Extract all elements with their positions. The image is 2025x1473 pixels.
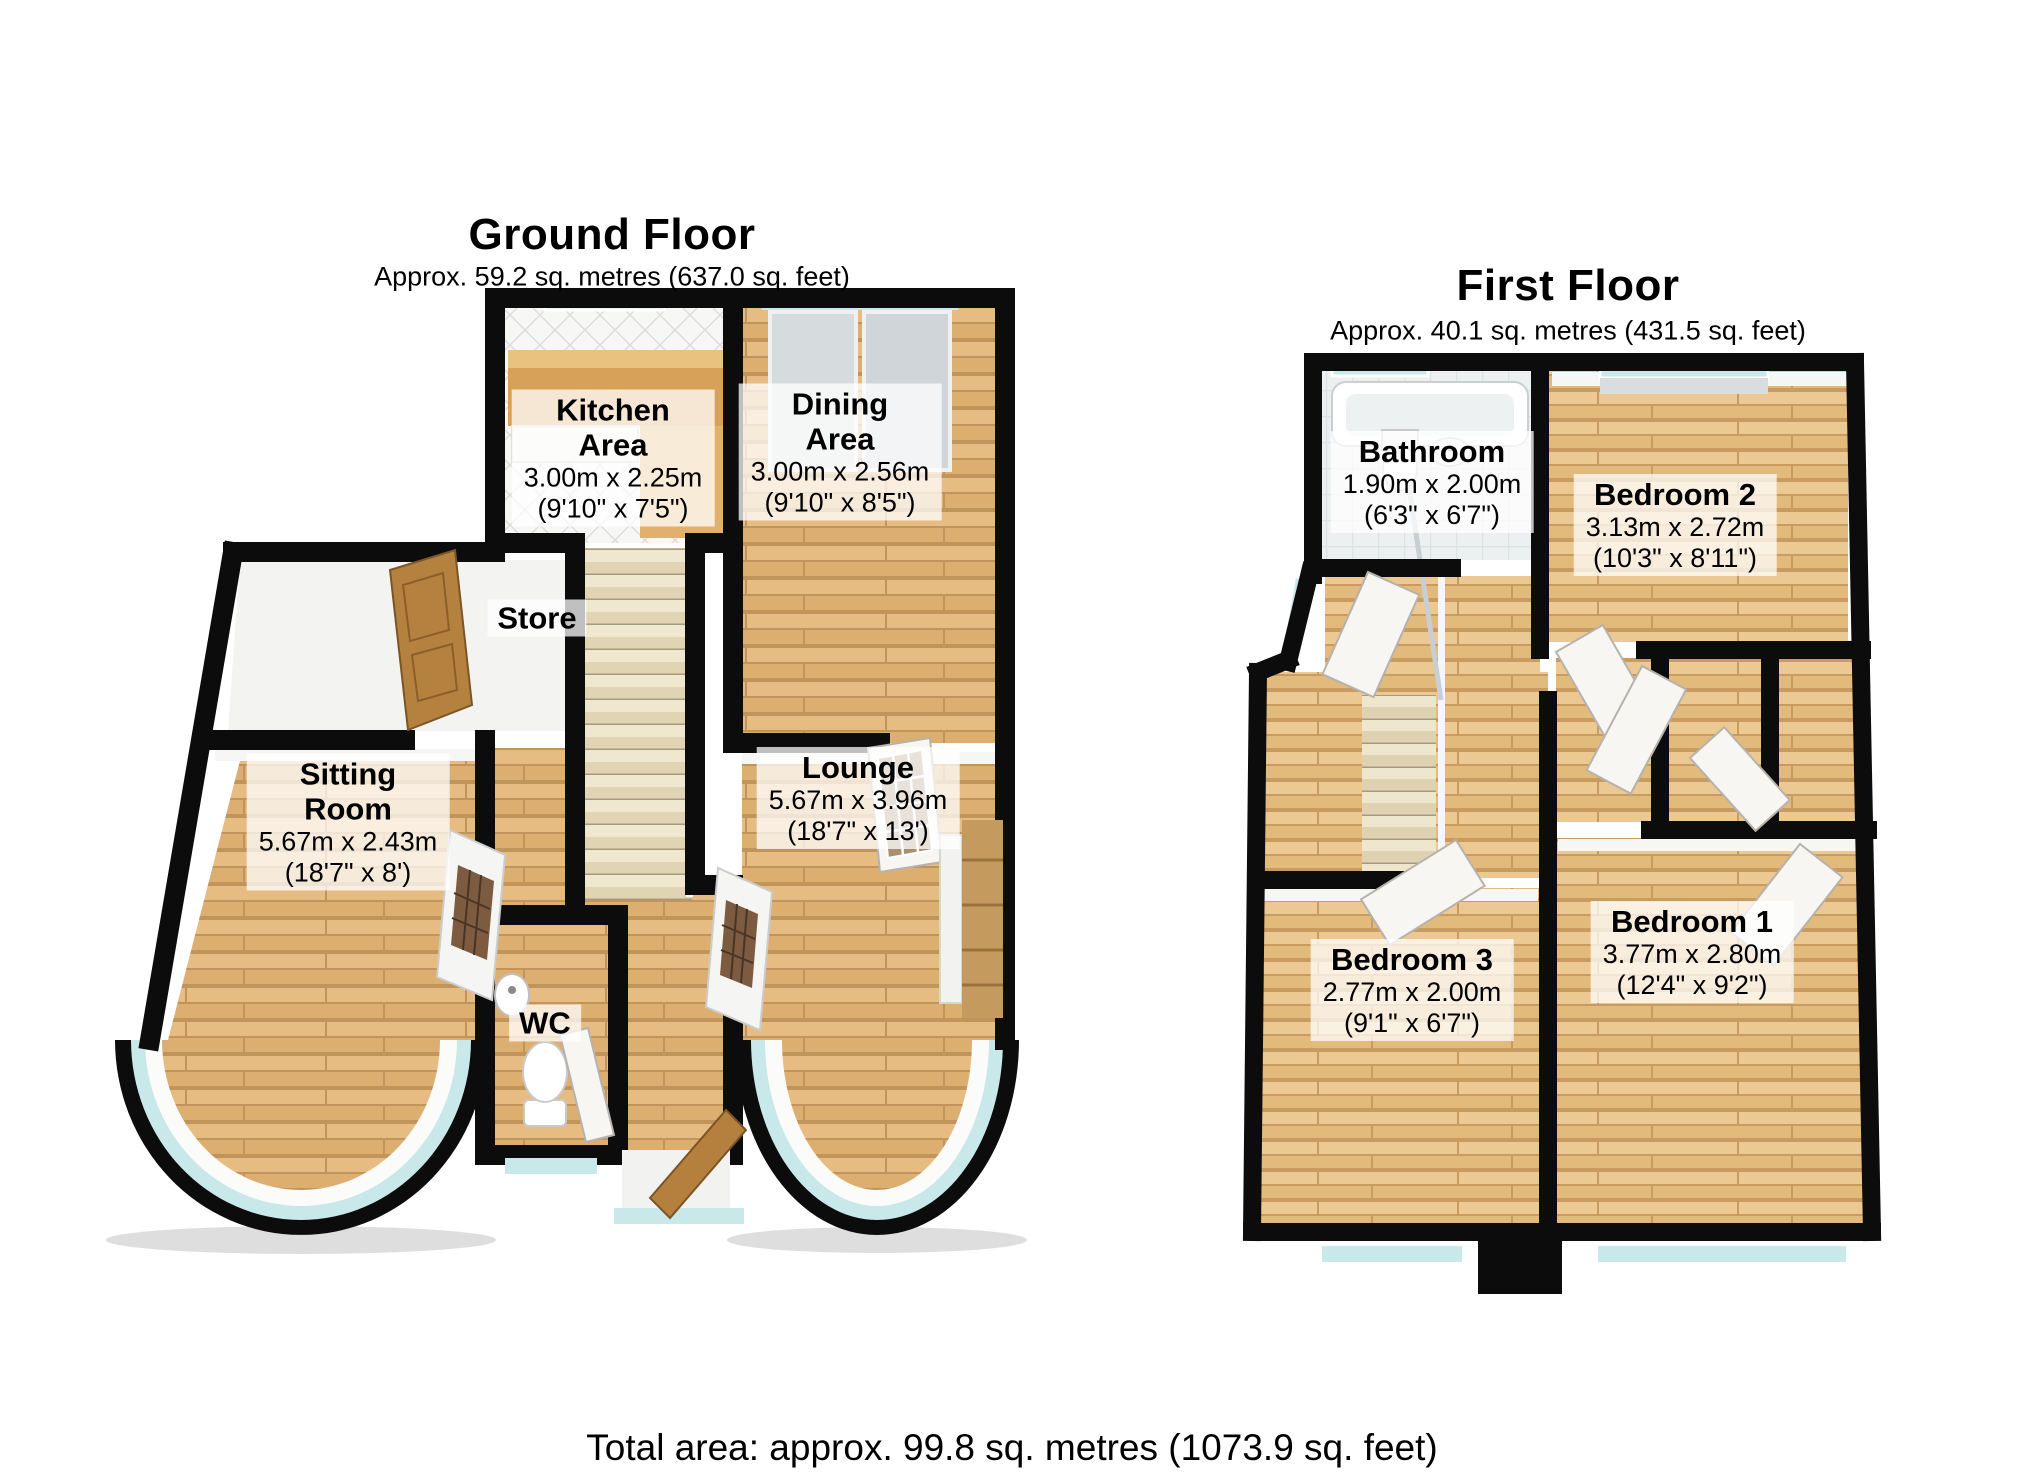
ground-floor-subtitle: Approx. 59.2 sq. metres (637.0 sq. feet) (374, 261, 850, 292)
room-label-dining: Dining Area 3.00m x 2.56m (9'10" x 8'5") (738, 383, 942, 521)
room-label-lounge: Lounge 5.67m x 3.96m (18'7" x 13') (756, 746, 960, 850)
ground-floor-plan (106, 288, 1027, 1254)
staircase-first (1362, 479, 1445, 888)
room-label-bedroom3: Bedroom 3 2.77m x 2.00m (9'1" x 6'7") (1310, 938, 1514, 1042)
chimney (1478, 1232, 1562, 1294)
room-label-store: Store (487, 599, 587, 637)
wc-window (505, 1158, 597, 1174)
window-reveal (1600, 378, 1768, 394)
room-label-bathroom: Bathroom 1.90m x 2.00m (6'3" x 6'7") (1330, 430, 1534, 534)
closet-floor (1778, 658, 1862, 822)
wall-face (1558, 839, 1858, 851)
room-label-bedroom1: Bedroom 1 3.77m x 2.80m (12'4" x 9'2") (1590, 900, 1794, 1004)
ground-walls (138, 288, 1015, 1165)
porch-glazing (614, 1208, 744, 1224)
bay-window-left (115, 1040, 487, 1235)
room-label-bedroom2: Bedroom 2 3.13m x 2.72m (10'3" x 8'11") (1573, 473, 1777, 577)
window-sill (1598, 1241, 1846, 1246)
bathroom-door (1321, 570, 1421, 699)
first-floor-title: First Floor (1456, 261, 1680, 310)
room-label-kitchen: Kitchen Area 3.00m x 2.25m (9'10" x 7'5"… (511, 389, 715, 527)
first-walls (1242, 352, 1882, 1242)
first-floor-subtitle: Approx. 40.1 sq. metres (431.5 sq. feet) (1330, 315, 1806, 346)
toilet (522, 1041, 568, 1127)
room-label-sitting-room: Sitting Room 5.67m x 2.43m (18'7" x 8') (246, 753, 450, 891)
total-area-text: Total area: approx. 99.8 sq. metres (107… (586, 1427, 1438, 1468)
entry-door (388, 548, 474, 732)
closet-door (1688, 725, 1792, 833)
stair-railing (1438, 572, 1445, 888)
fireplace-lounge (704, 866, 774, 1032)
bedroom1-window (1598, 1246, 1846, 1262)
bay-window-right (735, 1040, 1019, 1235)
fireplace-sitting (435, 828, 507, 1002)
bay-shadow-right (727, 1227, 1027, 1253)
room-label-wc: WC (509, 1004, 581, 1042)
bedroom3-window (1322, 1246, 1462, 1262)
ground-floor-title: Ground Floor (468, 210, 756, 259)
staircase-ground (578, 548, 693, 900)
front-door (648, 1108, 748, 1220)
window-sill (1322, 1241, 1462, 1246)
closet-door (1585, 664, 1688, 796)
media-unit (939, 820, 1003, 1018)
bay-shadow-left (106, 1226, 496, 1254)
bedroom3-door (1359, 838, 1486, 947)
